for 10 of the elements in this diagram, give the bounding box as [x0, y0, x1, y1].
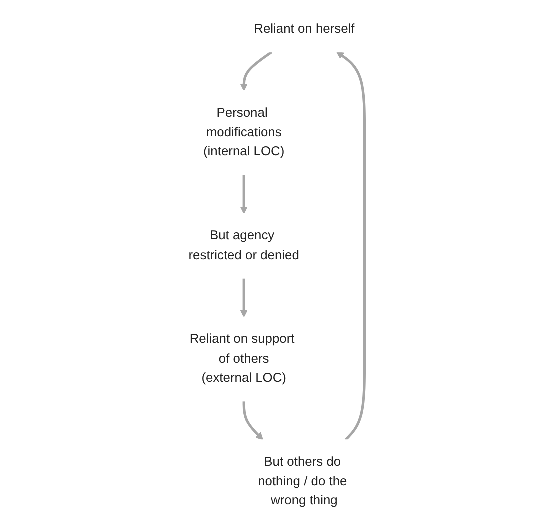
arrow — [336, 52, 366, 441]
node-text: But others do nothing / do the wrong thing — [258, 454, 348, 508]
node-text: Reliant on herself — [254, 22, 355, 36]
arrow — [243, 401, 264, 440]
node-text: Personal modifications (internal LOC) — [204, 106, 285, 160]
arrow — [240, 174, 248, 214]
node-text: But agency restricted or denied — [188, 228, 300, 262]
node-text: Reliant on support of others (external LOC) — [190, 332, 295, 386]
arrow — [240, 51, 273, 92]
arrow — [240, 278, 248, 318]
